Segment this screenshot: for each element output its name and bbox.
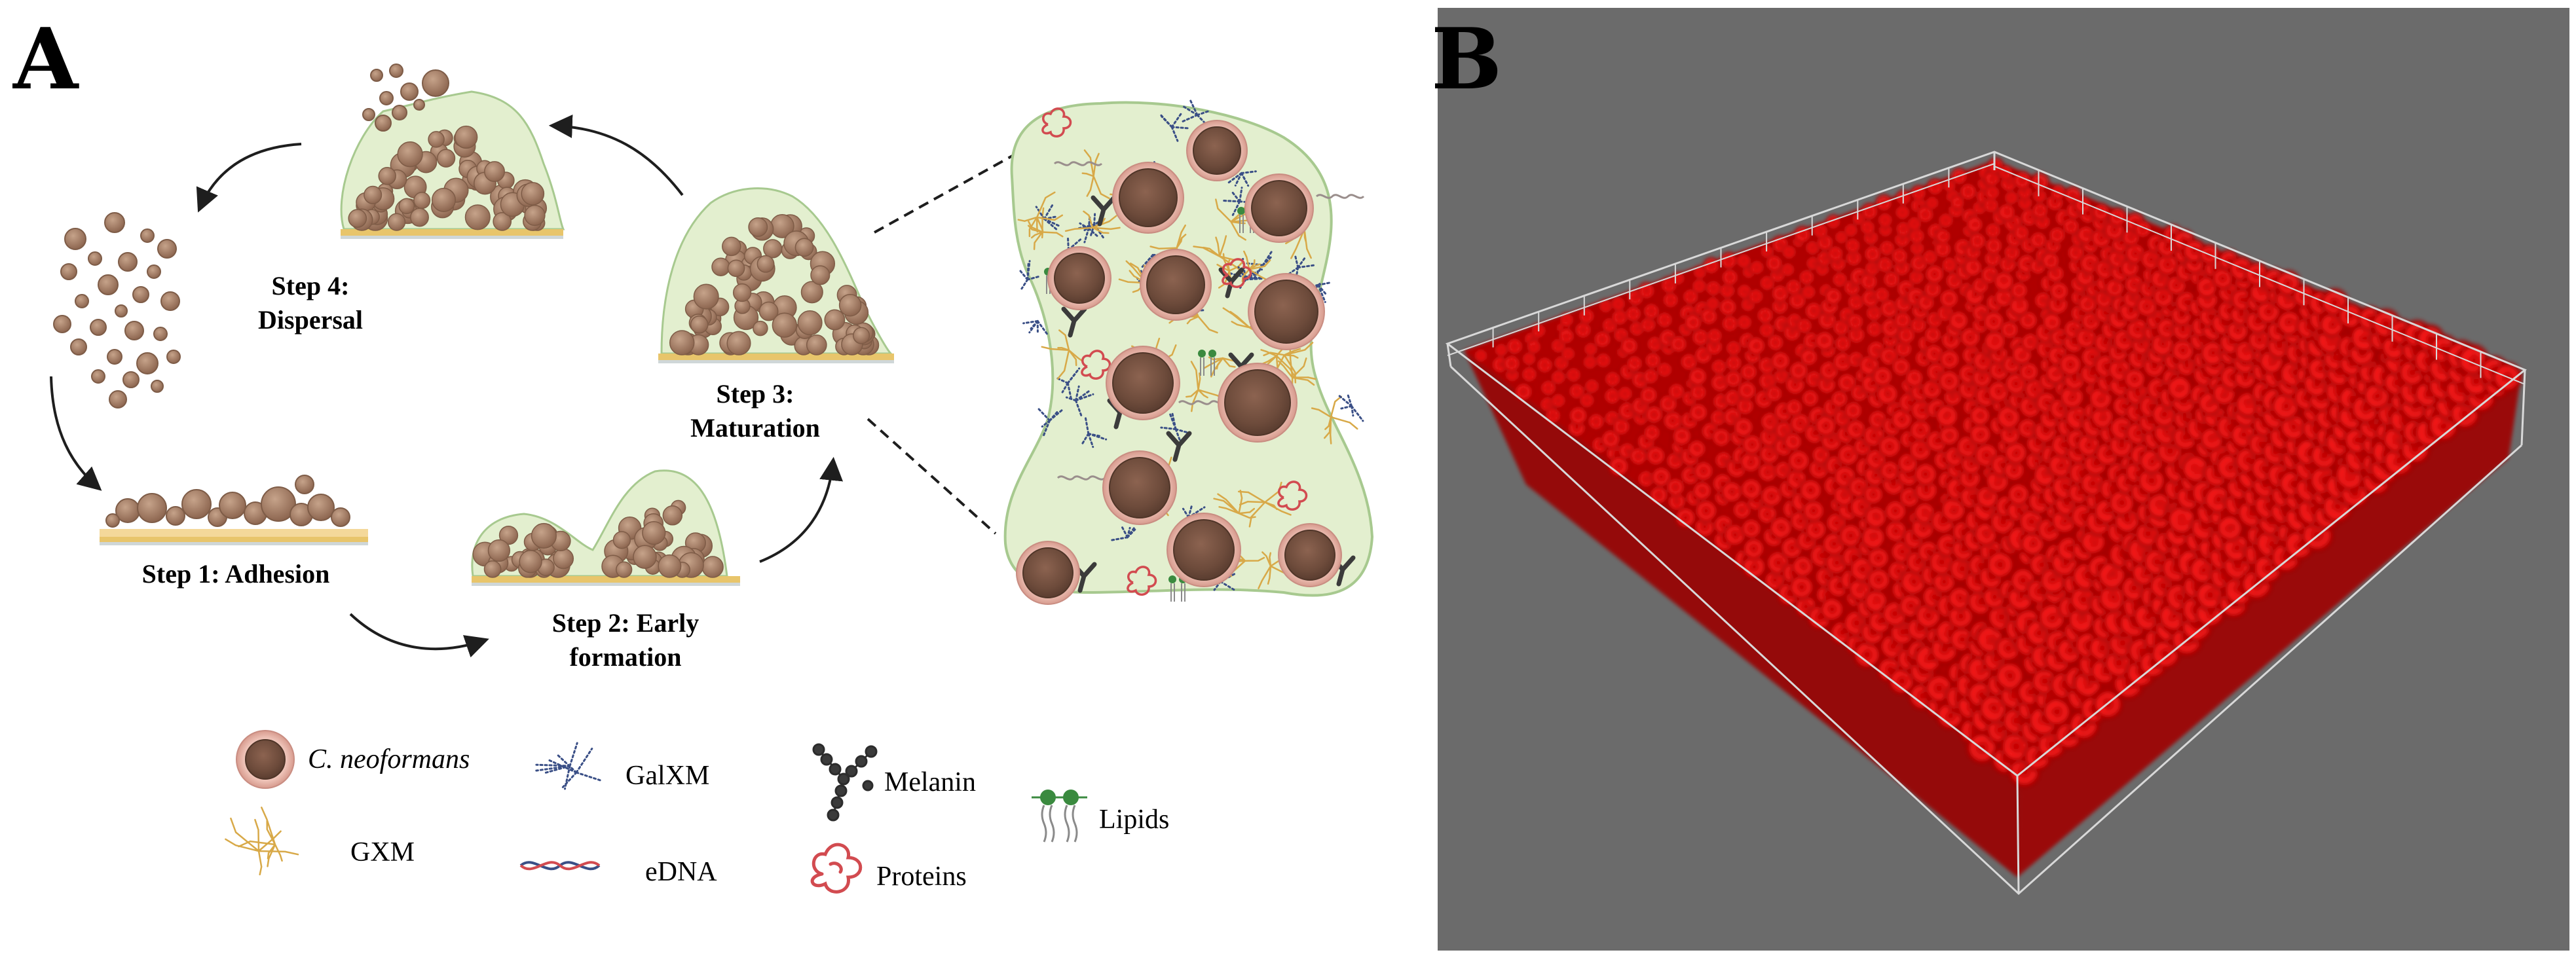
adhesion-cells (105, 475, 350, 528)
panel-a-letter: A (12, 10, 79, 109)
legend: C. neoformans GalXM Melanin (225, 730, 1169, 894)
svg-text:Proteins: Proteins (876, 862, 967, 892)
dispersal-cells (348, 125, 548, 231)
arrow-early-to-maturation (759, 456, 844, 563)
early-cells-right (601, 500, 724, 578)
dispersal-biofilm (340, 64, 565, 239)
maturation-biofilm (658, 187, 894, 363)
melanin-icon (812, 743, 878, 822)
zoomed-biofilm (1003, 99, 1374, 605)
step4-label-line1: Step 4: (272, 271, 350, 300)
legend-galxm: GalXM (535, 742, 709, 791)
zoom-lines (867, 149, 1022, 535)
galxm-icon (535, 742, 603, 790)
cycle-arrows (50, 115, 844, 658)
zoom-cells (1016, 120, 1342, 605)
arrow-maturation-to-dispersal (548, 115, 684, 196)
step3-label-line2: Maturation (690, 413, 820, 443)
early-formation-biofilm (471, 469, 740, 586)
adhesion-substrate (100, 475, 368, 545)
early-cells-left (472, 522, 574, 578)
svg-text:GXM: GXM (350, 837, 415, 867)
svg-text:Melanin: Melanin (884, 767, 976, 797)
render-bounding-box (1445, 151, 2527, 896)
protein-icon (810, 843, 863, 894)
step1-label: Step 1: Adhesion (142, 559, 330, 589)
arrow-free-cells-to-adhesion (50, 376, 102, 491)
legend-lipids: Lipids (1032, 790, 1169, 843)
step2-label-line2: formation (569, 642, 681, 672)
legend-proteins: Proteins (810, 843, 967, 894)
svg-text:Lipids: Lipids (1099, 805, 1169, 835)
biofilm-3d-render (1464, 156, 2524, 877)
edna-icon (519, 861, 601, 871)
dispersing-cells (362, 64, 449, 132)
lipid-icon (1032, 790, 1087, 843)
svg-text:C. neoformans: C. neoformans (308, 744, 470, 774)
maturation-cells (669, 213, 880, 355)
step4-label-line2: Dispersal (258, 305, 363, 335)
free-cells (53, 212, 181, 409)
step3-label-line1: Step 3: (717, 379, 794, 409)
arrow-adhesion-to-early (349, 613, 489, 658)
panel-b-letter: B (1431, 10, 1502, 109)
gxm-icon (225, 807, 299, 876)
legend-edna: eDNA (519, 857, 717, 887)
legend-melanin: Melanin (812, 743, 976, 822)
svg-text:eDNA: eDNA (645, 857, 717, 887)
svg-text:GalXM: GalXM (625, 761, 709, 791)
panel-b: B (1431, 8, 2569, 951)
legend-gxm: GXM (225, 807, 415, 876)
arrow-dispersal-to-free-cells (196, 143, 302, 213)
legend-c-neoformans: C. neoformans (236, 730, 470, 789)
panel-a: A (12, 10, 1374, 894)
step2-label-line1: Step 2: Early (552, 608, 699, 638)
